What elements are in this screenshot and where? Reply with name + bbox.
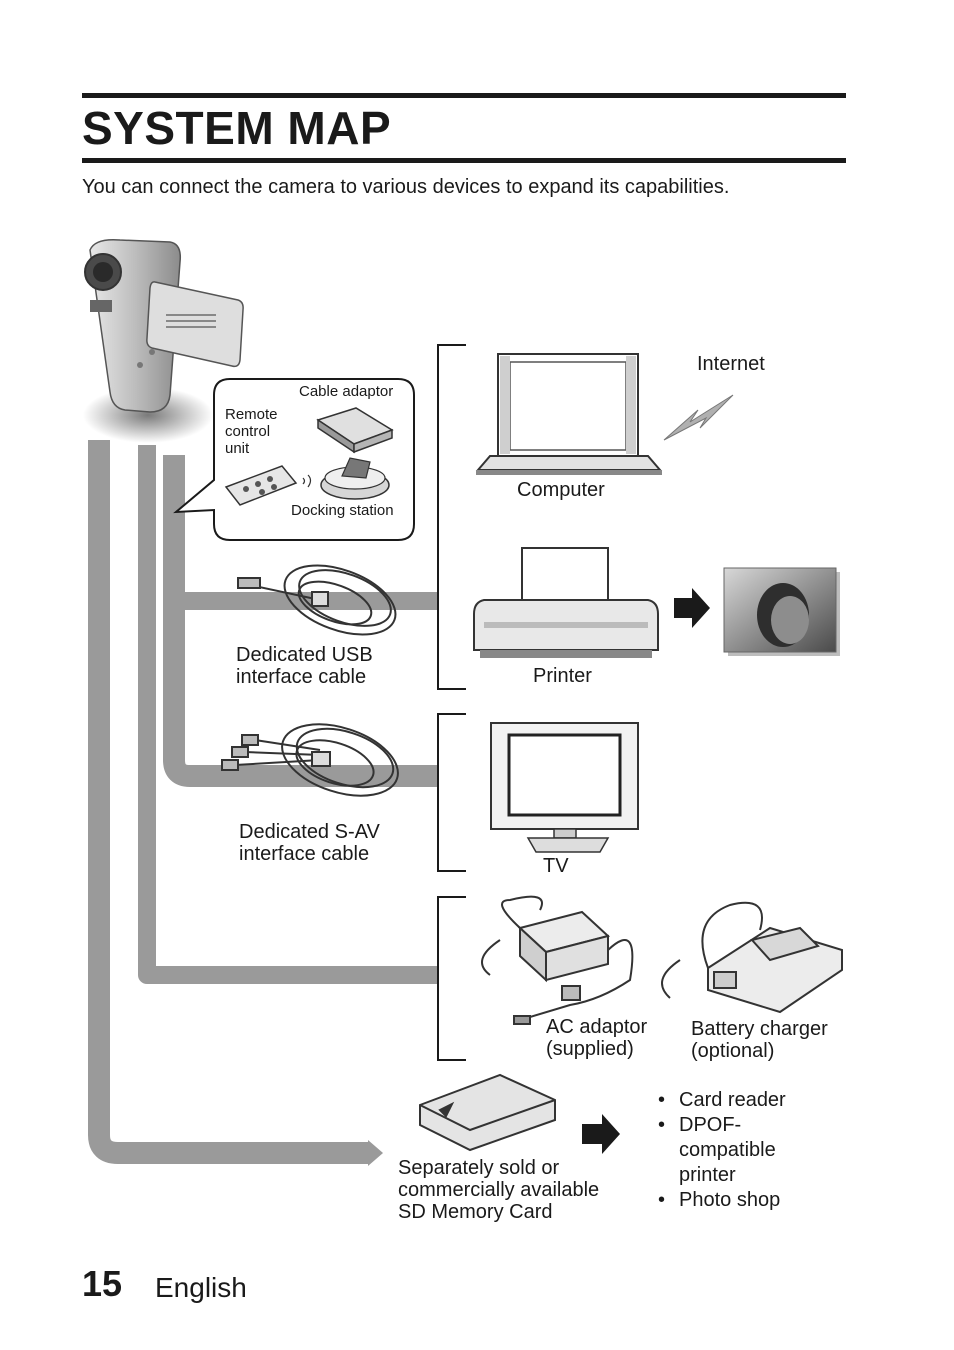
- list-item: DPOF- compatible printer: [658, 1113, 858, 1188]
- usb-cable-illustration: [237, 564, 397, 636]
- print-arrow-icon: [674, 588, 710, 628]
- printed-photo-illustration: [723, 567, 840, 656]
- computer-illustration: [475, 353, 663, 475]
- sd-card-illustration: [419, 1073, 556, 1152]
- title-rule: [82, 158, 846, 163]
- sd-card-label: Separately sold or commercially availabl…: [398, 1157, 600, 1223]
- intro-text: You can connect the camera to various de…: [82, 176, 730, 198]
- page-number: 15: [82, 1263, 123, 1304]
- printer-label: Printer: [533, 665, 592, 687]
- cable-adaptor-illustration: [316, 407, 394, 454]
- docking-station-label: Docking station: [291, 502, 394, 519]
- cable-adaptor-label: Cable adaptor: [299, 383, 394, 400]
- tv-illustration: [490, 722, 639, 853]
- usb-cable-label: Dedicated USB interface cable: [236, 644, 373, 688]
- top-rule: [82, 93, 846, 98]
- battery-charger-illustration: [661, 901, 843, 1014]
- sd-arrow-head: [368, 1140, 383, 1166]
- computer-label: Computer: [517, 479, 605, 501]
- docking-station-illustration: [320, 457, 390, 500]
- tv-label: TV: [543, 855, 569, 877]
- ac-adaptor-illustration: [481, 895, 634, 1025]
- internet-label: Internet: [697, 353, 765, 375]
- language-label: English: [155, 1272, 247, 1303]
- sd-uses-arrow-icon: [582, 1114, 620, 1154]
- battery-charger-label: Battery charger (optional): [691, 1018, 828, 1062]
- sav-cable-illustration: [221, 723, 399, 797]
- remote-control-label: Remote control unit: [225, 406, 278, 457]
- printer-illustration: [473, 547, 659, 658]
- internet-lightning-icon: [663, 394, 734, 441]
- device-brackets: [437, 344, 466, 1061]
- ac-adaptor-label: AC adaptor (supplied): [546, 1016, 648, 1060]
- sd-uses-list: Card reader DPOF- compatible printer Pho…: [658, 1088, 858, 1213]
- sav-cable-label: Dedicated S-AV interface cable: [239, 821, 380, 865]
- list-item: Card reader: [658, 1088, 858, 1113]
- camera-illustration: [83, 238, 244, 443]
- remote-control-illustration: [224, 465, 312, 506]
- list-item: Photo shop: [658, 1188, 858, 1213]
- page-title: SYSTEM MAP: [82, 102, 392, 154]
